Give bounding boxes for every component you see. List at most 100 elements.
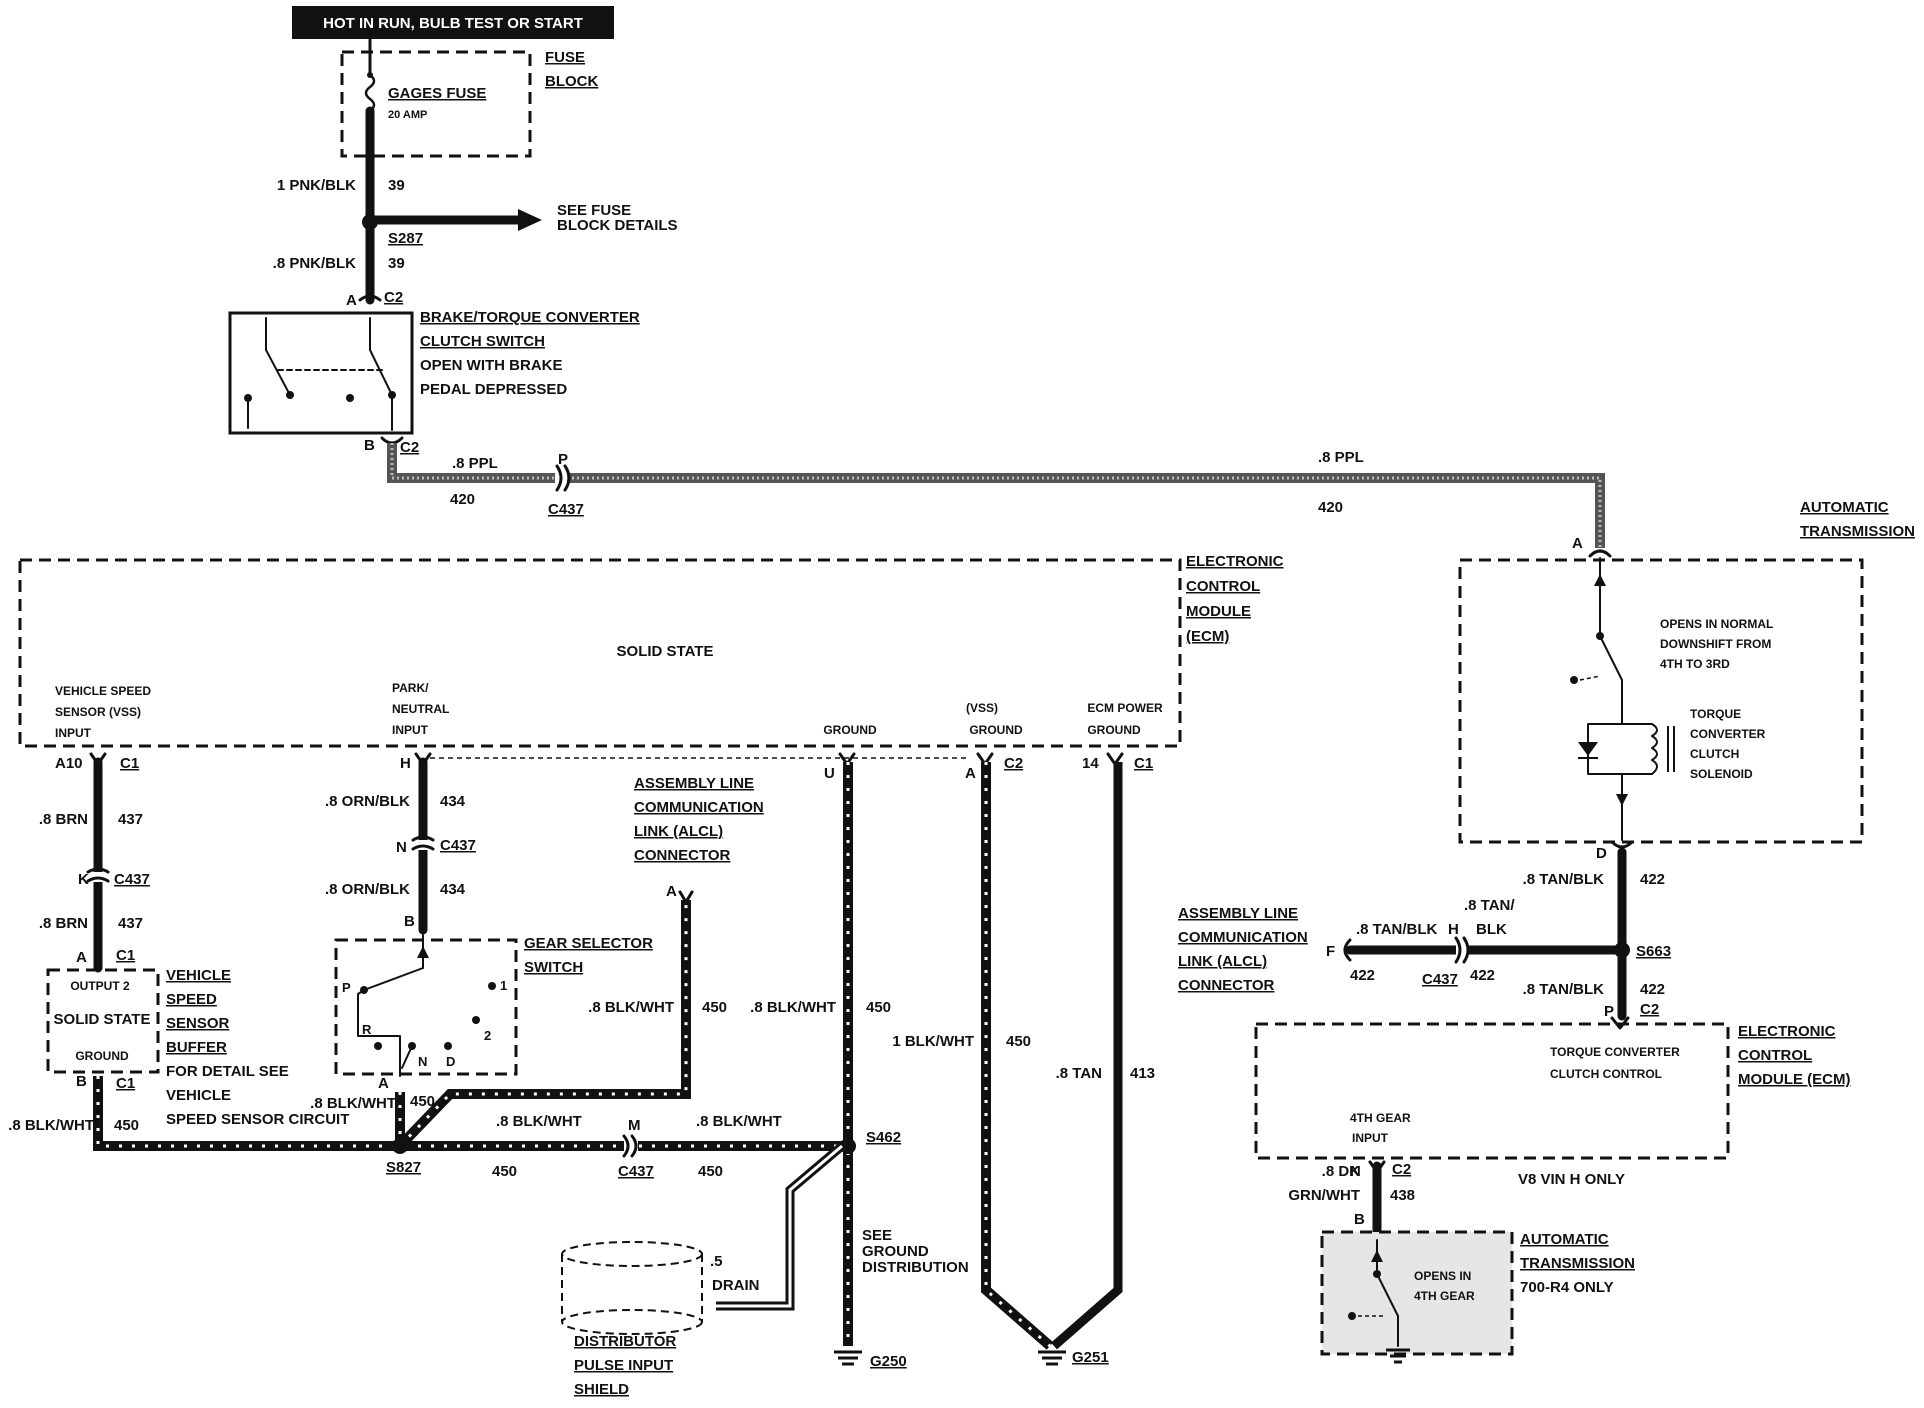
tcc-sol-4: SOLENOID: [1690, 767, 1753, 781]
ecm-right-pin-n: N: [1350, 1163, 1361, 1180]
auto-trans-bot-3: 700-R4 ONLY: [1520, 1279, 1614, 1296]
wire-422-n5: 422: [1470, 967, 1495, 984]
wire-420-gauge-1: .8 PPL: [452, 455, 498, 472]
wire-450-a-num: 450: [114, 1117, 139, 1134]
alcl-right-2: COMMUNICATION: [1178, 929, 1308, 946]
ecm-right-4th-1: 4TH GEAR: [1350, 1111, 1411, 1125]
ground-g250-icon: [834, 1350, 862, 1366]
wire-422-n4: 422: [1640, 981, 1665, 998]
wire-450-f-gauge: .8 BLK/WHT: [750, 999, 836, 1016]
gear-pin-a: A: [378, 1075, 389, 1092]
wire-450-e-num: 450: [702, 999, 727, 1016]
wire-422-n1: 422: [1640, 871, 1665, 888]
wire-39-bot-gauge: .8 PNK/BLK: [273, 255, 357, 272]
ecm-vss-1: VEHICLE SPEED: [55, 684, 151, 698]
connector-c437-k-icon: [86, 867, 110, 883]
ecm-solid-state: SOLID STATE: [617, 643, 714, 660]
wire-437-gauge-1: .8 BRN: [39, 811, 88, 828]
wire-450-e-gauge: .8 BLK/WHT: [588, 999, 674, 1016]
alcl-right-3: LINK (ALCL): [1178, 953, 1267, 970]
wire-422-conn: C437: [1422, 971, 1458, 988]
shield-label-3: SHIELD: [574, 1381, 629, 1398]
fuse-name: GAGES FUSE: [388, 85, 486, 102]
auto-trans-top-pin-a: A: [1572, 535, 1583, 552]
tcc-sol-3: CLUTCH: [1690, 747, 1739, 761]
ecm-right-v8: V8 VIN H ONLY: [1518, 1171, 1625, 1188]
wire-450-pin-m: M: [628, 1117, 641, 1134]
wire-420-conn: C437: [548, 501, 584, 518]
hot-label-box: [292, 6, 614, 39]
connector-c2-top-icon: [358, 294, 382, 302]
brake-pin-a: A: [346, 292, 357, 309]
brake-conn-b: C2: [400, 439, 419, 456]
tcc-opens-2: DOWNSHIFT FROM: [1660, 637, 1771, 651]
fuse-block-box: [340, 50, 532, 158]
wire-437-conn: C437: [114, 871, 150, 888]
wire-39-bot-num: 39: [388, 255, 405, 272]
wire-437-pin-k: K: [78, 871, 89, 888]
gear-sw-contact-1: [488, 982, 496, 990]
arrow-right-icon: [518, 209, 542, 231]
4th-opens-1: OPENS IN: [1414, 1269, 1471, 1283]
wire-420-pin-p: P: [558, 451, 568, 468]
gear-label-2: SWITCH: [524, 959, 583, 976]
gear-sw-blade: [363, 967, 424, 991]
wire-438-num: 438: [1390, 1187, 1415, 1204]
hot-label: HOT IN RUN, BULB TEST OR START: [323, 15, 583, 32]
ground-trans-icon: [1386, 1348, 1410, 1364]
fuse-block-label-2: BLOCK: [545, 73, 598, 90]
wire-422-pin-f: F: [1326, 943, 1335, 960]
wire-434-gauge-1: .8 ORN/BLK: [325, 793, 410, 810]
vss-output: OUTPUT 2: [70, 979, 130, 993]
wire-422-g4: .8 TAN/BLK: [1523, 981, 1605, 998]
tcc-sw-dash: [1579, 675, 1601, 681]
wire-450-conn: C437: [618, 1163, 654, 1180]
wire-39-top-gauge: 1 PNK/BLK: [277, 177, 356, 194]
wire-450-c-gauge: .8 BLK/WHT: [496, 1113, 582, 1130]
wire-450-alcl-hatch: [398, 900, 688, 1148]
ecm-left-title-1: ELECTRONIC: [1186, 553, 1284, 570]
connector-c437-m-icon: [622, 1134, 638, 1158]
ground-see-3: DISTRIBUTION: [862, 1259, 969, 1276]
ecm-ground: GROUND: [823, 723, 877, 737]
alcl-right-1: ASSEMBLY LINE: [1178, 905, 1298, 922]
ecm-left-title-3: MODULE: [1186, 603, 1251, 620]
shield-gauge: .5: [710, 1253, 723, 1270]
see-fuse-2: BLOCK DETAILS: [557, 217, 678, 234]
ecm-pin-h: H: [400, 755, 411, 772]
connector-c2-bot-icon: [380, 436, 404, 445]
tcc-sol-1: TORQUE: [1690, 707, 1741, 721]
vss-solid-state: SOLID STATE: [54, 1011, 151, 1028]
wire-450-group: [93, 762, 1054, 1350]
ecm-pn-1: PARK/: [392, 681, 429, 695]
gear-sw-contact-d: [444, 1042, 452, 1050]
wire-450-main: [93, 1076, 848, 1151]
gear-sw-n-lead: [401, 1045, 413, 1069]
fuse-symbol-icon: [364, 73, 376, 113]
ecm-left-box: [18, 558, 1182, 748]
tcc-sw-contact: [1570, 676, 1578, 684]
brake-label-3: OPEN WITH BRAKE: [420, 357, 563, 374]
ground-see-2: GROUND: [862, 1243, 929, 1260]
gear-sw-contact-r: [374, 1042, 382, 1050]
fuse-rating: 20 AMP: [388, 109, 427, 121]
vss-label-4: BUFFER: [166, 1039, 227, 1056]
wire-422-pin-h: H: [1448, 921, 1459, 938]
ground-g251-icon: [1038, 1350, 1066, 1366]
ecm-vss-ground-1: (VSS): [966, 701, 998, 715]
4th-sw-contact: [1348, 1312, 1356, 1320]
ecm-pn-3: INPUT: [392, 723, 429, 737]
gear-d: D: [446, 1054, 455, 1069]
auto-trans-top-pin-mark: [1588, 549, 1612, 558]
ecm-pin-a10: A10: [55, 755, 83, 772]
tcc-sw-arrow-icon: [1594, 574, 1606, 586]
splice-s287-label: S287: [388, 230, 423, 247]
brake-label-1: BRAKE/TORQUE CONVERTER: [420, 309, 640, 326]
wire-450-c-num: 450: [492, 1163, 517, 1180]
ecm-left-title-2: CONTROL: [1186, 578, 1260, 595]
brake-label-2: CLUTCH SWITCH: [420, 333, 545, 350]
auto-trans-top-pin-d-mark: [1610, 840, 1634, 849]
ecm-vss-3: INPUT: [55, 726, 92, 740]
wire-422-pin-p: P: [1604, 1003, 1614, 1020]
4th-sw-arrow-icon: [1371, 1250, 1383, 1262]
